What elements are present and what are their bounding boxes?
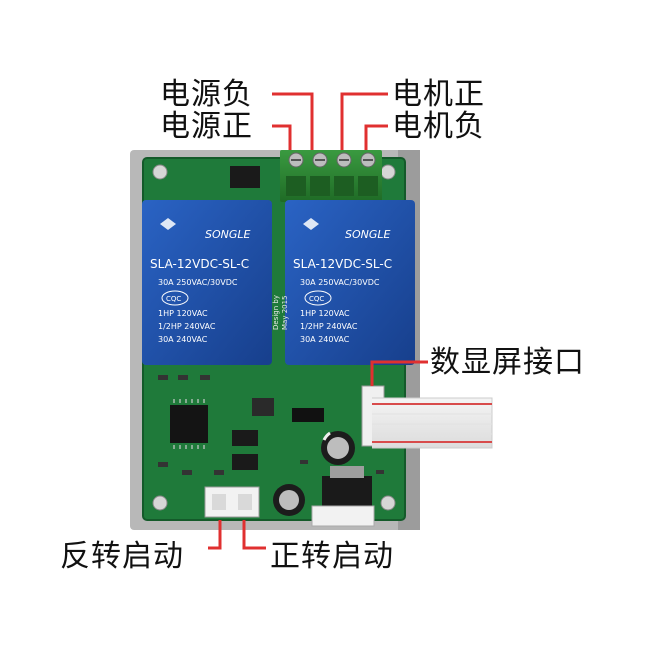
relay-rating1-right: 30A 250VAC/30VDC — [300, 278, 380, 287]
svg-text:Design by: Design by — [272, 295, 280, 330]
capacitor — [273, 484, 305, 516]
design-text: Design by May 2015 — [272, 295, 289, 330]
relay-brand-right: SONGLE — [345, 228, 391, 241]
pin-header — [292, 408, 324, 422]
label-power-negative: 电源负 — [160, 77, 253, 112]
relay-rating4-right: 30A 240VAC — [300, 335, 350, 344]
mount-hole — [152, 164, 168, 180]
microcontroller-chip — [170, 405, 208, 443]
mount-hole — [380, 495, 396, 511]
label-display-port: 数显屏接口 — [430, 345, 585, 380]
relay-rating2-left: 1HP 120VAC — [158, 309, 208, 318]
power-regulator-tab — [330, 466, 364, 478]
bottom-connector — [311, 505, 375, 527]
relay-rating3-right: 1/2HP 240VAC — [300, 322, 358, 331]
relay-rating4-left: 30A 240VAC — [158, 335, 208, 344]
driver-ic — [232, 454, 258, 470]
ic-top-left — [230, 166, 260, 188]
mount-hole — [380, 164, 396, 180]
relay-cert-left: CQC — [166, 295, 181, 303]
capacitor — [321, 431, 355, 465]
relay-rating2-right: 1HP 120VAC — [300, 309, 350, 318]
label-forward-start: 正转启动 — [270, 539, 394, 574]
terminal-screws — [286, 152, 378, 196]
label-power-positive: 电源正 — [160, 109, 253, 144]
start-input-connector — [204, 486, 260, 518]
smd-components — [158, 375, 384, 475]
chip-pins — [173, 399, 205, 449]
label-motor-positive: 电机正 — [392, 77, 485, 112]
ribbon-cable — [372, 397, 493, 449]
leader-lines — [208, 92, 428, 550]
label-reverse-start: 反转启动 — [60, 539, 184, 574]
label-motor-negative: 电机负 — [392, 109, 485, 144]
relay-left: SONGLE SLA-12VDC-SL-C 30A 250VAC/30VDC C… — [142, 200, 272, 365]
relay-right: SONGLE SLA-12VDC-SL-C 30A 250VAC/30VDC C… — [285, 200, 415, 365]
relay-rating3-left: 1/2HP 240VAC — [158, 322, 216, 331]
relay-brand-left: SONGLE — [205, 228, 251, 241]
regulator — [252, 398, 274, 416]
svg-text:May 2015: May 2015 — [281, 295, 289, 330]
relay-model-left: SLA-12VDC-SL-C — [150, 257, 249, 271]
relay-cert-right: CQC — [309, 295, 324, 303]
driver-ic — [232, 430, 258, 446]
relay-model-right: SLA-12VDC-SL-C — [293, 257, 392, 271]
mount-hole — [152, 495, 168, 511]
relay-rating1-left: 30A 250VAC/30VDC — [158, 278, 238, 287]
